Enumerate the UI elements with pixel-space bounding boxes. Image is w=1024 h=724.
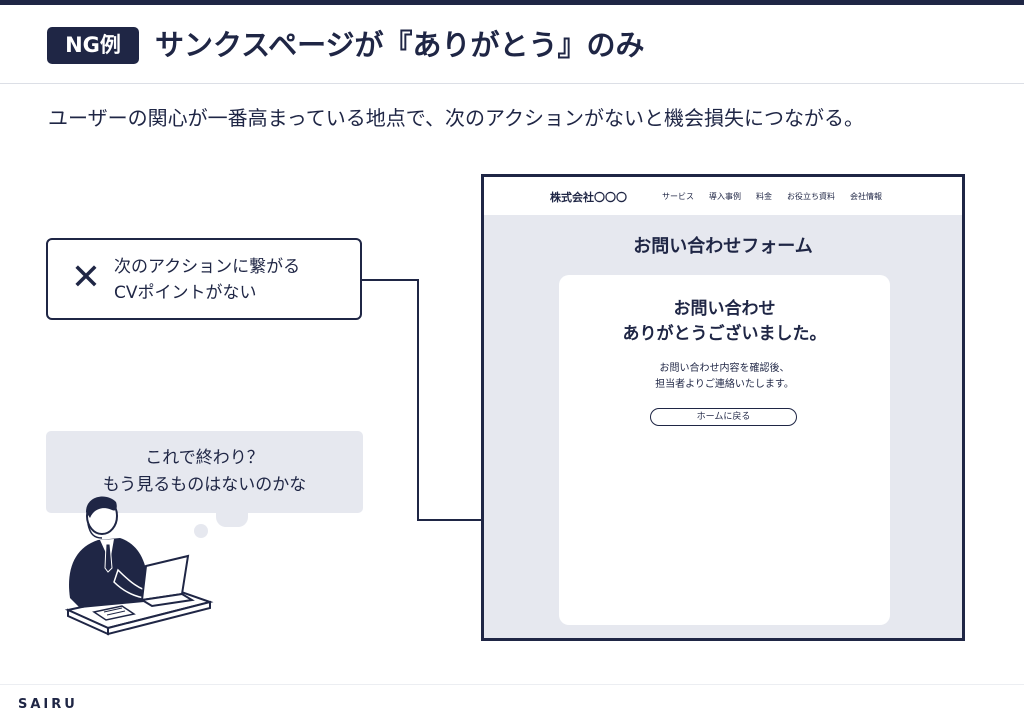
thought-line: もう見るものはないのかな (102, 475, 307, 495)
mock-thanks-heading-line: ありがとうございました。 (622, 324, 827, 344)
ng-callout-text: 次のアクションに繋がる CVポイントがない (114, 254, 300, 306)
mock-company-name: 株式会社〇〇〇 (550, 191, 627, 204)
ng-callout-box: ✕ 次のアクションに繋がる CVポイントがない (46, 238, 362, 320)
mock-thanks-body: お問い合わせ内容を確認後、 担当者よりご連絡いたします。 (559, 361, 890, 393)
top-accent-bar (0, 0, 1024, 5)
mock-nav-item: お役立ち資料 (787, 192, 835, 201)
cross-icon: ✕ (70, 257, 102, 298)
mock-form-title: お問い合わせフォーム (633, 236, 813, 257)
person-at-laptop-illustration (64, 496, 214, 636)
thought-bubble-text: これで終わり？ もう見るものはないのかな (46, 445, 363, 499)
thought-line: これで終わり？ (145, 448, 264, 468)
ng-badge: NG例 (47, 27, 139, 64)
mock-nav-item: サービス (662, 192, 694, 201)
mock-nav-item: 会社情報 (850, 192, 882, 201)
thought-bubble-tail (216, 511, 248, 527)
mock-thanks-card: お問い合わせ ありがとうございました。 お問い合わせ内容を確認後、 担当者よりご… (559, 275, 890, 625)
mock-nav-item: 料金 (756, 192, 772, 201)
page-subtitle: ユーザーの関心が一番高まっている地点で、次のアクションがないと機会損失につながる… (48, 106, 864, 130)
mock-nav-item: 導入事例 (709, 192, 741, 201)
mock-home-button: ホームに戻る (650, 408, 797, 426)
mock-nav: サービス 導入事例 料金 お役立ち資料 会社情報 (662, 191, 882, 202)
title-divider (0, 83, 1024, 84)
mock-thanks-page: 株式会社〇〇〇 サービス 導入事例 料金 お役立ち資料 会社情報 お問い合わせフ… (481, 174, 965, 641)
page-title: サンクスページが『ありがとう』のみ (155, 28, 645, 62)
ng-callout-line: 次のアクションに繋がる (114, 257, 301, 277)
mock-thanks-body-line: 担当者よりご連絡いたします。 (655, 379, 794, 390)
mock-thanks-heading: お問い合わせ ありがとうございました。 (559, 297, 890, 347)
thought-bubble-dot (194, 524, 208, 538)
mock-thanks-body-line: お問い合わせ内容を確認後、 (659, 363, 790, 374)
ng-callout-line: CVポイントがない (114, 283, 257, 303)
footer-logo: SAIRU (18, 697, 78, 712)
footer-divider (0, 684, 1024, 685)
mock-site-header: 株式会社〇〇〇 サービス 導入事例 料金 お役立ち資料 会社情報 (484, 177, 962, 215)
mock-thanks-heading-line: お問い合わせ (673, 299, 776, 319)
